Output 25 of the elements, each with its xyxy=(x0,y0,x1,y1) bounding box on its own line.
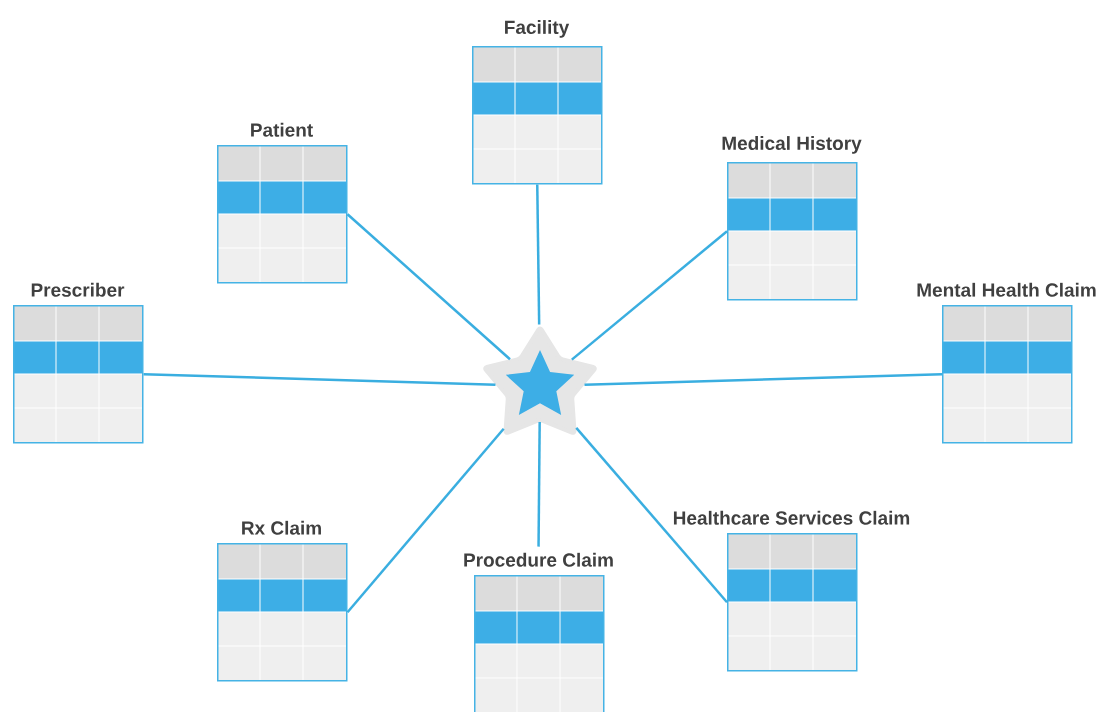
table: Rx Claim xyxy=(216,518,348,682)
table: Prescriber xyxy=(12,280,144,444)
connector-line xyxy=(584,373,943,386)
connector-line xyxy=(143,373,496,386)
node-label: Medical History xyxy=(722,136,862,154)
table: Facility xyxy=(471,18,603,185)
node-label: Rx Claim xyxy=(242,520,321,535)
table: Patient xyxy=(216,120,348,284)
node-label: Prescriber xyxy=(31,282,125,297)
node-label: Facility xyxy=(505,20,570,38)
connector-line xyxy=(575,427,728,604)
connector-line xyxy=(571,230,728,361)
connector-line xyxy=(536,184,541,325)
connector-line xyxy=(346,213,511,361)
star-icon xyxy=(483,326,597,435)
node-label: Patient xyxy=(251,122,313,137)
table: Procedure Claim xyxy=(461,550,616,712)
connector-line xyxy=(346,427,505,614)
node-label: Procedure Claim xyxy=(464,552,613,567)
table: Medical History xyxy=(719,134,864,301)
table: Mental Health Claim xyxy=(914,280,1099,444)
node-label: Healthcare Services Claim xyxy=(673,510,910,525)
node-label: Mental Health Claim xyxy=(917,282,1096,297)
table: Healthcare Services Claim xyxy=(670,508,913,672)
connector-line xyxy=(537,422,541,547)
